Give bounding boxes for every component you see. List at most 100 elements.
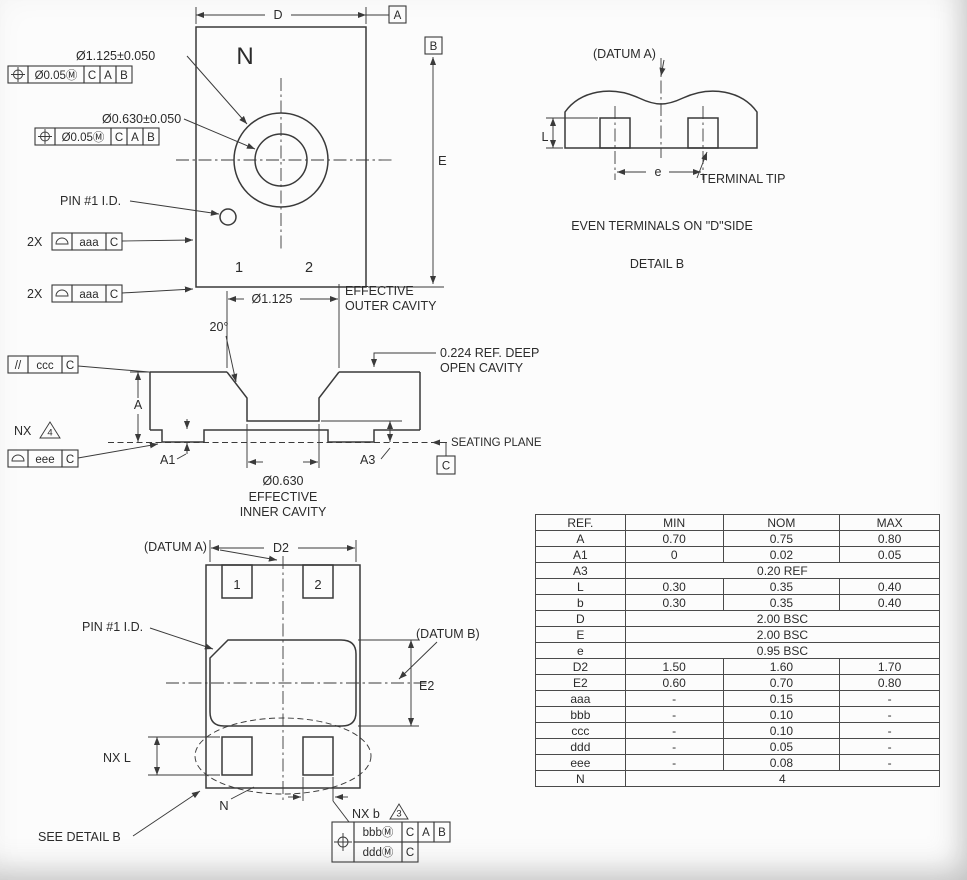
table-header-nom: NOM (722, 514, 841, 531)
parallelism-symbol-icon: // (15, 360, 22, 372)
table-cell: 0.08 (722, 754, 841, 771)
profile-symbol-icon (55, 237, 69, 245)
table-cell: 0.80 (839, 530, 940, 547)
table-header-max: MAX (839, 514, 940, 531)
position-symbol-icon (334, 833, 352, 851)
table-cell: A (535, 530, 626, 547)
fcf-qty: 2X (27, 235, 43, 249)
seating-plane-label: SEATING PLANE (451, 437, 542, 449)
fcf-datum: C (66, 360, 74, 372)
fcf-tolerance: bbbⓂ (363, 826, 394, 839)
top-view: D A B E N Ø1.125±0.050 Ø0.05Ⓜ C A B Ø0.6… (7, 5, 447, 303)
table-cell: 0.30 (624, 578, 724, 595)
table-cell: 0.75 (722, 530, 841, 547)
n-label: N (219, 798, 228, 813)
table-cell: 0 (624, 546, 724, 563)
datum-b-flag-box (424, 36, 443, 55)
see-detail-b-label: SEE DETAIL B (38, 830, 121, 844)
datum-a-label: (DATUM A) (593, 47, 656, 61)
table-cell: 2.00 BSC (624, 610, 941, 627)
open-cavity-label-1: 0.224 REF. DEEP (440, 346, 539, 360)
table-cell: - (839, 706, 940, 723)
fcf-datum: C (406, 827, 414, 839)
nx-b-label: NX b (352, 807, 380, 821)
table-cell: aaa (535, 690, 626, 707)
table-cell: 0.05 (839, 546, 940, 563)
datum-a-flag-box (388, 5, 407, 24)
table-row: ddd-0.05- (535, 738, 940, 755)
datum-a-flag: A (394, 10, 402, 22)
fcf-datum: C (406, 847, 414, 859)
table-cell: 4 (624, 770, 941, 787)
table-cell: 0.05 (722, 738, 841, 755)
table-cell: 0.40 (839, 594, 940, 611)
n-label: N (236, 43, 253, 70)
position-symbol-icon (38, 129, 52, 144)
table-cell: - (624, 738, 724, 755)
table-cell: N (535, 770, 626, 787)
fcf-tolerance: ccc (36, 360, 54, 372)
terminal-1-label: 1 (235, 260, 243, 276)
table-cell: D2 (535, 658, 626, 675)
fcf-datum: B (147, 132, 155, 144)
table-cell: - (624, 754, 724, 771)
pin1-label: PIN #1 I.D. (60, 194, 121, 208)
inner-cavity-label-2: INNER CAVITY (240, 505, 327, 519)
datum-b-flag: B (430, 41, 438, 53)
fcf-datum: B (120, 70, 128, 82)
table-cell: b (535, 594, 626, 611)
terminal-2-label: 2 (305, 260, 313, 276)
table-cell: 1.70 (839, 658, 940, 675)
table-cell: 0.70 (722, 674, 841, 691)
even-terminals-note: EVEN TERMINALS ON "D"SIDE (571, 219, 753, 233)
terminal-2-label: 2 (314, 577, 321, 592)
outer-cavity-dim: Ø1.125 (251, 292, 292, 306)
angle-label: 20° (210, 320, 229, 334)
table-cell: E2 (535, 674, 626, 691)
fcf-datum: A (131, 132, 139, 144)
table-cell: A1 (535, 546, 626, 563)
profile-symbol-icon (55, 289, 69, 297)
terminal-1-label: 1 (233, 577, 240, 592)
top-view-linework (7, 5, 444, 303)
detail-b-linework (546, 58, 758, 180)
table-header-ref: REF. (535, 514, 626, 531)
fcf-tolerance: Ø0.05Ⓜ (35, 69, 78, 82)
table-cell: 0.35 (722, 594, 841, 611)
table-cell: 2.00 BSC (624, 626, 941, 643)
table-cell: A3 (535, 562, 626, 579)
dim-a-label: A (134, 398, 143, 412)
inner-cavity-dim: Ø0.630 (262, 474, 303, 488)
terminal-tip-label: TERMINAL TIP (700, 172, 785, 186)
table-cell: bbb (535, 706, 626, 723)
fcf-tolerance: aaa (79, 289, 99, 301)
table-cell: 0.60 (624, 674, 724, 691)
table-cell: 0.70 (624, 530, 724, 547)
note-flag-number: 3 (396, 809, 401, 820)
position-symbol-icon (11, 67, 25, 82)
outer-cavity-label-1: EFFECTIVE (345, 284, 414, 298)
note-flag-number: 4 (47, 428, 52, 439)
table-cell: e (535, 642, 626, 659)
bottom-view-linework (132, 540, 451, 863)
table-cell: E (535, 626, 626, 643)
table-row: bbb-0.10- (535, 706, 940, 723)
table-header-row: REF. MIN NOM MAX (535, 514, 940, 531)
dim-a3-label: A3 (360, 453, 375, 467)
table-cell: 0.10 (722, 706, 841, 723)
dim-e-label: e (655, 165, 662, 179)
profile-symbol-icon (11, 454, 25, 462)
table-cell: 0.10 (722, 722, 841, 739)
table-row: eee-0.08- (535, 754, 940, 771)
dim-d2-label: D2 (273, 541, 289, 555)
table-cell: - (624, 722, 724, 739)
fcf-datum: C (115, 132, 123, 144)
